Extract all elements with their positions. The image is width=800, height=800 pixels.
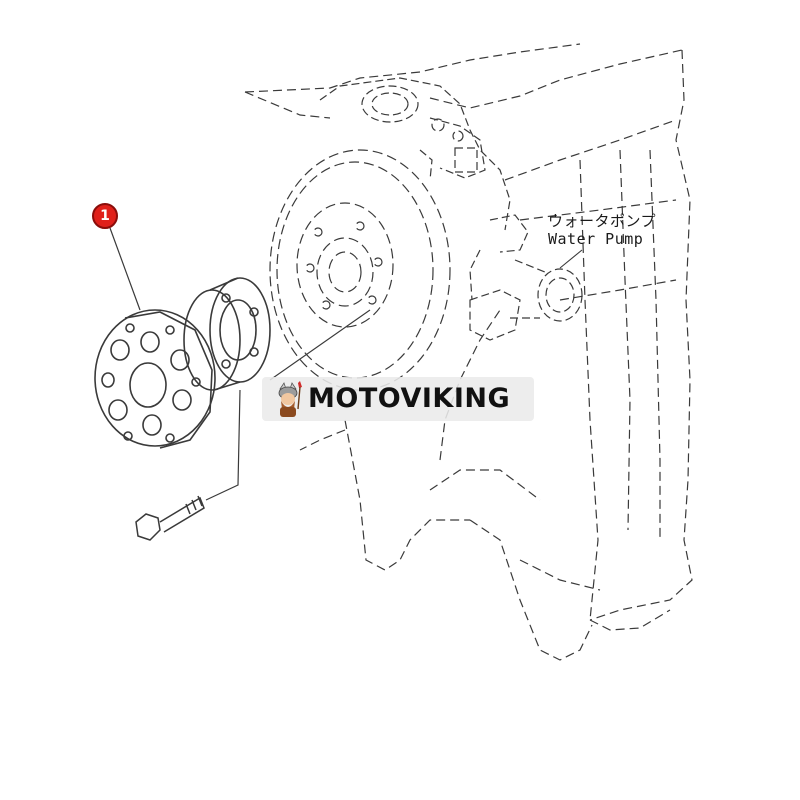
coupling-part [94,309,216,449]
watermark-banner: MOTOVIKING [262,377,534,421]
water-pump-housing [319,77,583,341]
bolt-leader [205,389,241,501]
watermark-text: MOTOVIKING [308,383,511,414]
viking-mascot-icon [278,381,302,417]
mounting-bolt [135,495,205,541]
water-pump-label-english: Water Pump [548,230,644,248]
label-leader [559,249,583,269]
assembly-axis [269,309,371,381]
callout-leader [109,227,141,311]
engine-block-outline [244,43,693,661]
water-pump-label-japanese: ウォータポンプ [548,212,657,230]
spacer-hub [183,277,271,391]
large-pulley [269,149,451,391]
part-callout-1: 1 [92,203,118,229]
